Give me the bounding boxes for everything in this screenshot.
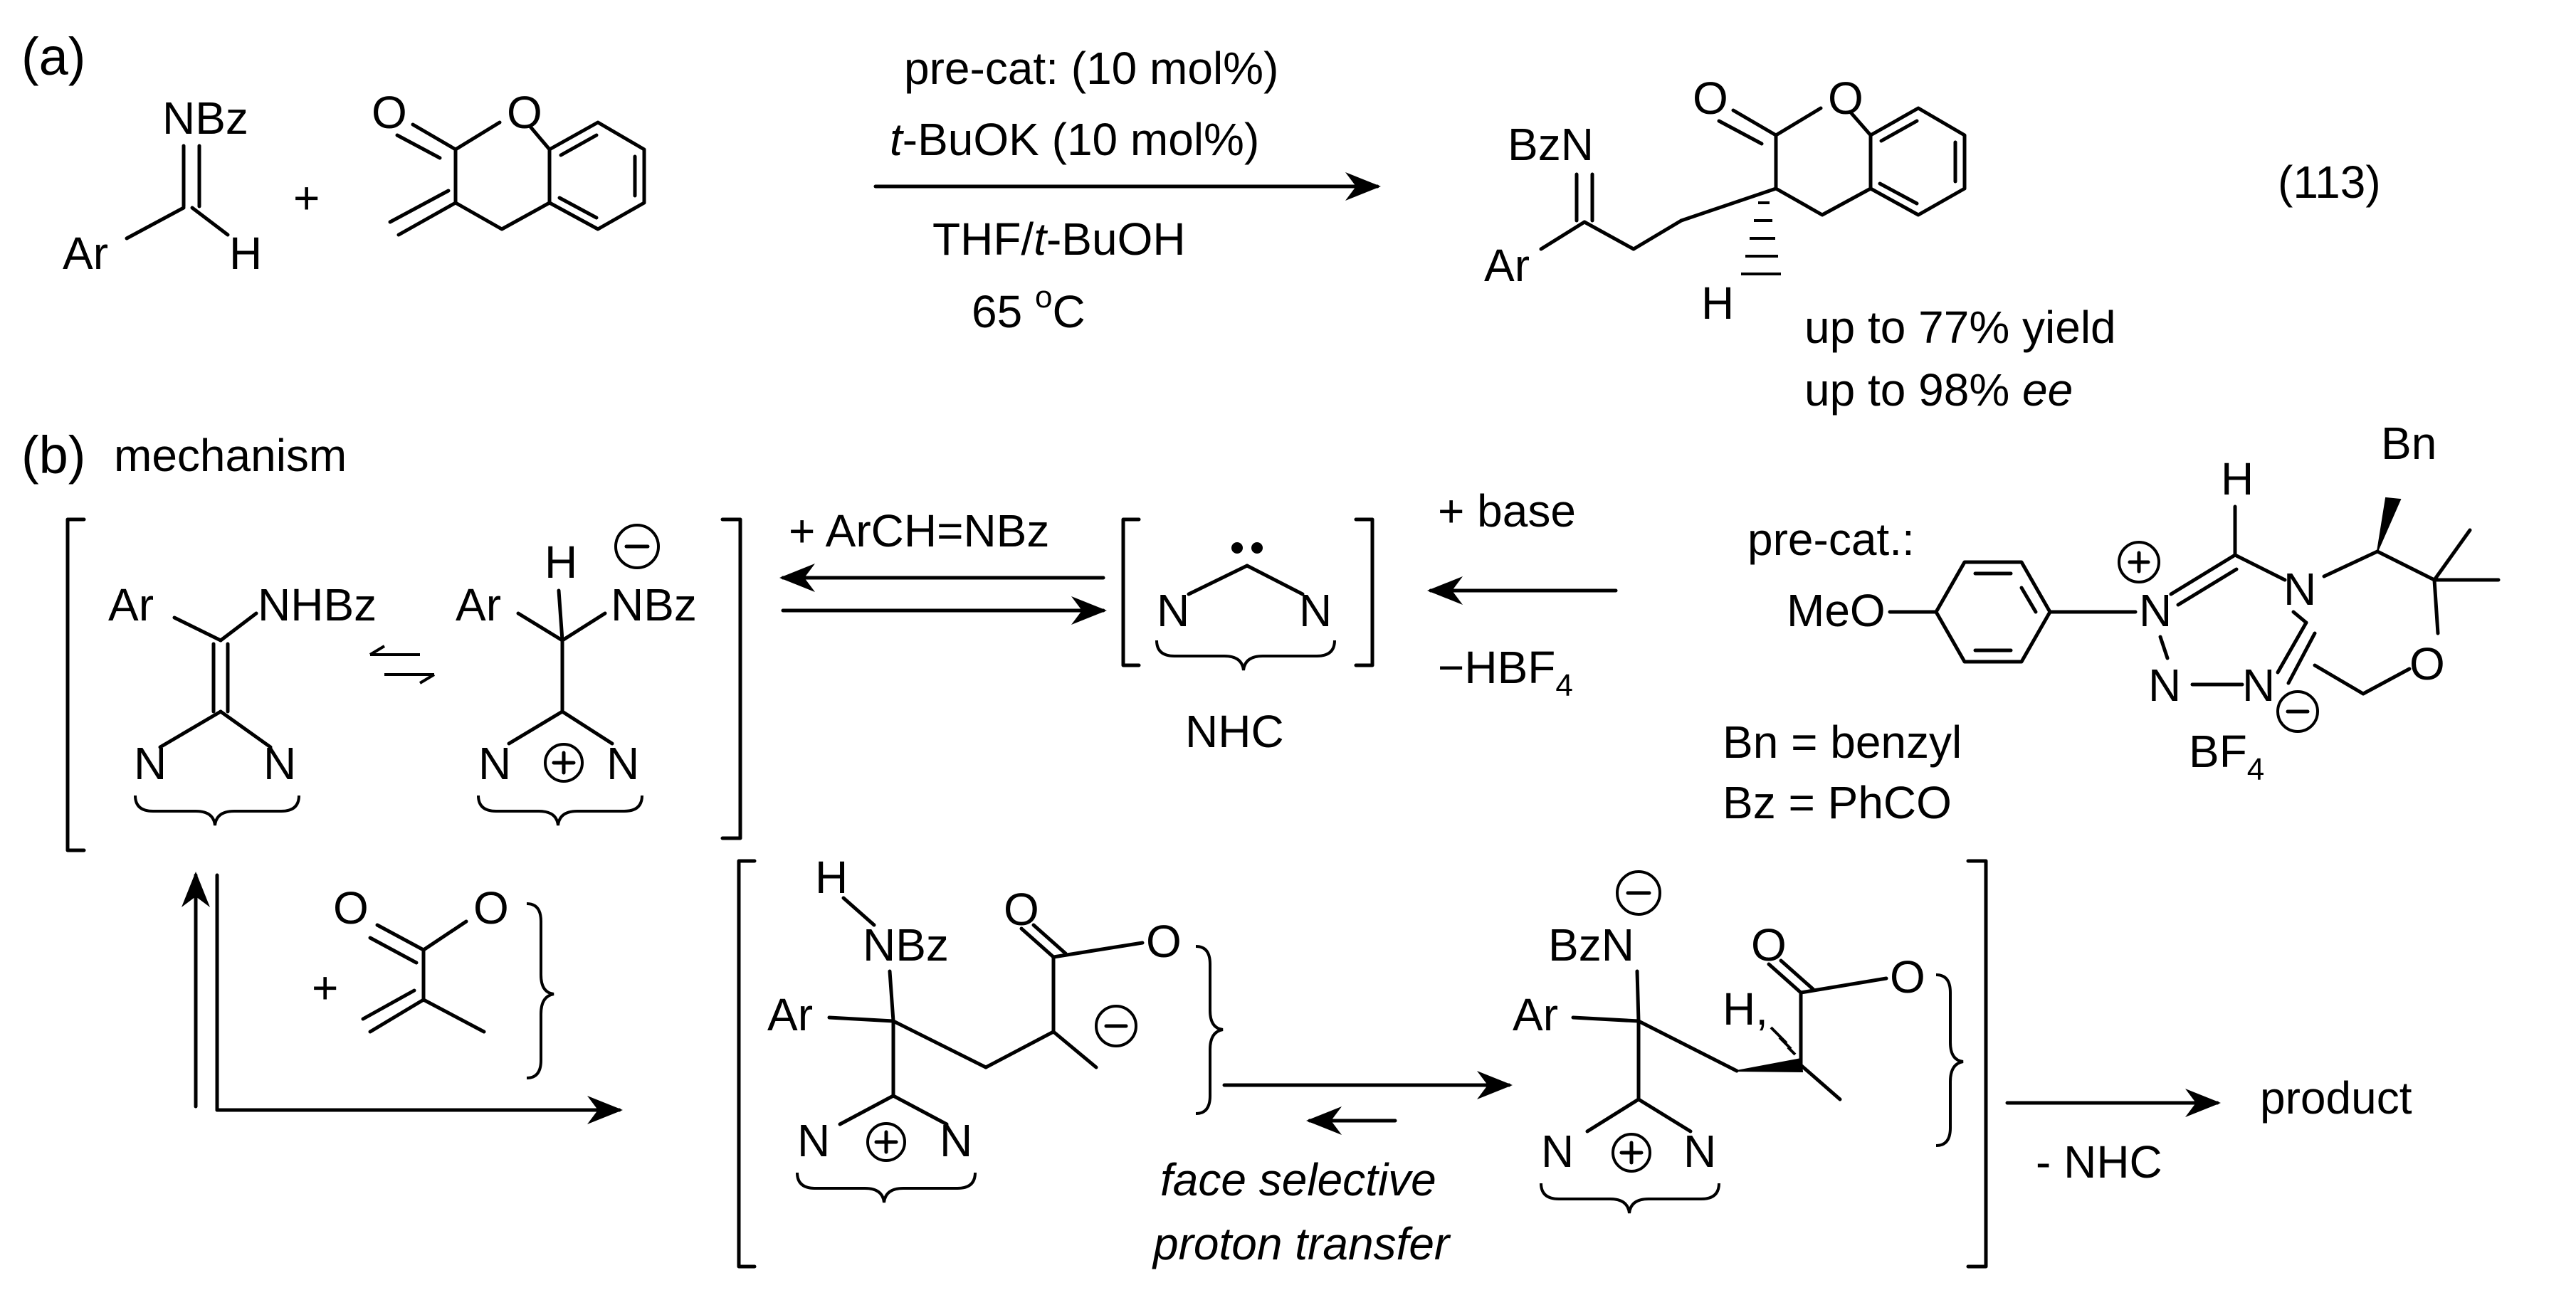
precat-label: pre-cat.: [1747, 514, 1915, 565]
int1-o1: O [1004, 884, 1039, 935]
hbf4-label: −HBF4 [1438, 642, 1573, 703]
precat-meo: MeO [1787, 585, 1886, 636]
int1-n-left: N [797, 1115, 830, 1166]
carbene-dot-right [1251, 542, 1263, 554]
int2-n-left: N [1541, 1126, 1574, 1177]
int2-bzn: BzN [1548, 919, 1634, 971]
imine-nbz: NBz [162, 93, 248, 144]
product-ring-o: O [1828, 73, 1863, 124]
proton-transfer-text: proton transfer [1152, 1218, 1451, 1269]
cond-precat: pre-cat: (10 mol%) [904, 43, 1278, 94]
precat-h: H [2221, 453, 2254, 504]
minus-nhc: - NHC [2036, 1136, 2162, 1188]
int2-o1: O [1751, 919, 1787, 971]
product-label: product [2260, 1072, 2412, 1124]
int1-o2: O [1146, 916, 1182, 967]
nhc-carbene: N N NHC [1121, 517, 1374, 757]
plus-a: + [293, 172, 320, 223]
int1-h: H [815, 852, 848, 903]
cond-solvent: THF/t-BuOH [932, 213, 1186, 265]
cond-base: t-BuOK (10 mol%) [890, 114, 1259, 165]
methacrylate-plus: + [312, 962, 338, 1013]
imine-ar: Ar [63, 228, 108, 279]
zw-n-left: N [478, 738, 511, 789]
int1-n-right: N [940, 1115, 972, 1166]
precatalyst-structure: pre-cat.: MeO N H N N N Bn O [1747, 418, 2501, 787]
zw-ar: Ar [456, 579, 501, 630]
mechanism-title: mechanism [114, 430, 347, 481]
methacrylate-addition: + O O [312, 882, 554, 1079]
zw-nbz: NBz [611, 579, 697, 630]
imine-reactant: NBz Ar H [63, 93, 262, 279]
methacrylate-o1: O [333, 882, 369, 934]
ee-text: up to 98% ee [1804, 364, 2073, 416]
nhc-label: NHC [1185, 706, 1284, 757]
proton-transfer-arrows: face selective proton transfer [1152, 1071, 1513, 1269]
precat-bn: Bn [2381, 418, 2436, 469]
breslow-intermediate: Ar NHBz N N [108, 579, 377, 826]
lactone-carbonyl-o: O [372, 87, 407, 138]
imine-h: H [229, 228, 262, 279]
product-carbonyl-o: O [1693, 73, 1728, 124]
enolate-intermediate: H NBz Ar O O N N [767, 852, 1224, 1203]
base-label: + base [1438, 485, 1576, 537]
product-bzn: BzN [1508, 119, 1594, 170]
legend-bz: Bz = PhCO [1723, 777, 1952, 828]
part-a-label: (a) [21, 27, 85, 86]
zwitterion-intermediate: H Ar NBz N N [456, 524, 697, 826]
bracket-breslow [65, 517, 742, 852]
equation-number: (113) [2278, 157, 2381, 208]
yield-text: up to 77% yield [1804, 302, 2116, 353]
hashed-bond [1741, 201, 1781, 275]
nhc-addition-arrows: + ArCH=NBz [779, 505, 1107, 625]
breslow-ar: Ar [108, 579, 154, 630]
int2-hashed-bond [1770, 1026, 1797, 1056]
precat-n-ring: N [2283, 564, 2316, 615]
precat-n-bottom: N [2148, 660, 2181, 711]
zw-h: H [545, 537, 577, 588]
arrow-top-label: + ArCH=NBz [789, 505, 1049, 556]
precat-o: O [2409, 638, 2445, 689]
legend-bn: Bn = benzyl [1723, 717, 1962, 768]
zw-n-right: N [606, 738, 639, 789]
bracket-lower [737, 859, 1988, 1269]
conditions-block: pre-cat: (10 mol%) t-BuOK (10 mol%) THF/… [873, 43, 1381, 337]
int2-ar: Ar [1513, 989, 1558, 1040]
breslow-nhbz: NHBz [258, 579, 377, 630]
precat-bf4: BF4 [2189, 726, 2264, 787]
tautomer-equilibrium [369, 645, 436, 685]
int2-o2: O [1890, 951, 1925, 1003]
left-cycle-arrows [182, 872, 623, 1124]
carbene-dot-left [1231, 542, 1243, 554]
final-step: - NHC product [2005, 1072, 2412, 1188]
precat-n-plus: N [2139, 585, 2172, 636]
product-ar: Ar [1484, 240, 1530, 291]
int1-nbz: NBz [863, 919, 949, 971]
int2-h: H, [1723, 983, 1768, 1035]
nhc-n-left: N [1157, 585, 1189, 636]
product-a: BzN Ar H O O [1484, 73, 1967, 329]
lactone-ring-o: O [507, 87, 542, 138]
cond-temp: 65 oC [972, 280, 1085, 337]
int1-ar: Ar [767, 989, 813, 1040]
int2-n-right: N [1683, 1126, 1716, 1177]
protonated-intermediate: BzN Ar H, O O N N [1513, 870, 1964, 1214]
face-selective-text: face selective [1160, 1154, 1436, 1205]
nhc-n-right: N [1299, 585, 1332, 636]
methacrylate-o2: O [473, 882, 509, 934]
deprotonation-arrow: + base −HBF4 [1427, 485, 1618, 703]
precat-n-top: N [2242, 660, 2275, 711]
product-h: H [1701, 278, 1734, 329]
part-b-label: (b) [21, 426, 85, 485]
methylene-lactone: O O [372, 87, 646, 237]
